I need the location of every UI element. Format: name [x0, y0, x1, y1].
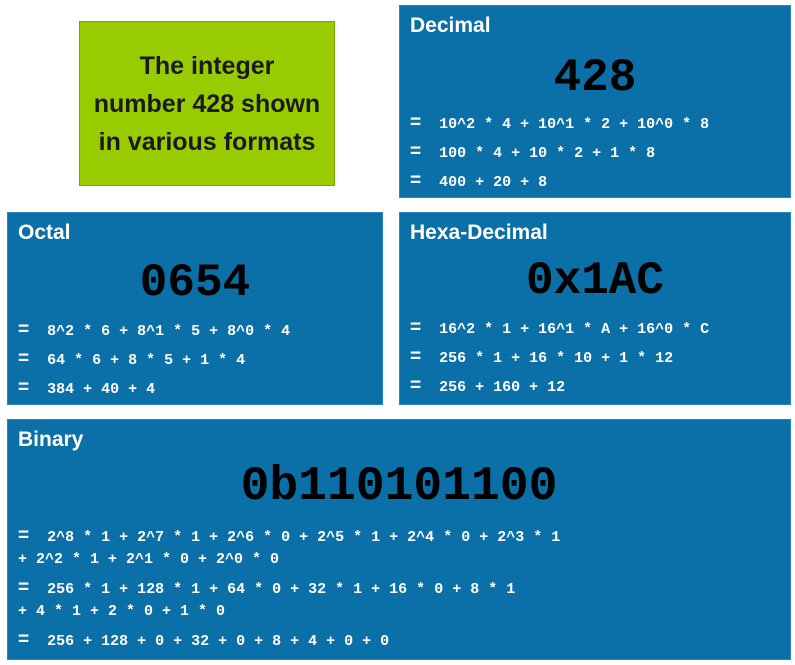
octal-line-3: = 384 + 40 + 4 [18, 377, 156, 398]
decimal-value: 428 [553, 52, 637, 104]
binary-panel: Binary 0b110101100 = 2^8 * 1 + 2^7 * 1 +… [7, 419, 791, 660]
binary-line-2: = 256 * 1 + 128 * 1 + 64 * 0 + 32 * 1 + … [18, 577, 516, 598]
decimal-panel: Decimal 428 = 10^2 * 4 + 10^1 * 2 + 10^0… [399, 5, 791, 198]
decimal-line-3: = 400 + 20 + 8 [410, 170, 548, 191]
caption-box: The integer number 428 shown in various … [79, 21, 335, 186]
decimal-line-1: = 10^2 * 4 + 10^1 * 2 + 10^0 * 8 [410, 112, 710, 133]
hex-line-2: = 256 * 1 + 16 * 10 + 1 * 12 [410, 346, 674, 367]
binary-line-2-cont: + 4 * 1 + 2 * 0 + 1 * 0 [18, 603, 226, 620]
binary-line-1-cont: + 2^2 * 1 + 2^1 * 0 + 2^0 * 0 [18, 551, 280, 568]
octal-value: 0654 [139, 257, 251, 309]
octal-panel: Octal 0654 = 8^2 * 6 + 8^1 * 5 + 8^0 * 4… [7, 212, 383, 405]
hex-line-3: = 256 + 160 + 12 [410, 375, 566, 396]
octal-title: Octal [18, 221, 71, 244]
decimal-title: Decimal [410, 14, 491, 37]
hex-line-1: = 16^2 * 1 + 16^1 * A + 16^0 * C [410, 317, 710, 338]
hex-panel: Hexa-Decimal 0x1AC = 16^2 * 1 + 16^1 * A… [399, 212, 791, 405]
binary-line-1: = 2^8 * 1 + 2^7 * 1 + 2^6 * 0 + 2^5 * 1 … [18, 525, 561, 546]
octal-line-2: = 64 * 6 + 8 * 5 + 1 * 4 [18, 348, 246, 369]
binary-line-3: = 256 + 128 + 0 + 32 + 0 + 8 + 4 + 0 + 0 [18, 629, 390, 650]
hex-title: Hexa-Decimal [410, 221, 548, 244]
binary-value: 0b110101100 [240, 460, 558, 514]
octal-line-1: = 8^2 * 6 + 8^1 * 5 + 8^0 * 4 [18, 319, 291, 340]
binary-title: Binary [18, 428, 84, 451]
caption-text: The integer number 428 shown in various … [93, 51, 321, 156]
hex-value: 0x1AC [525, 255, 665, 307]
decimal-line-2: = 100 * 4 + 10 * 2 + 1 * 8 [410, 141, 656, 162]
